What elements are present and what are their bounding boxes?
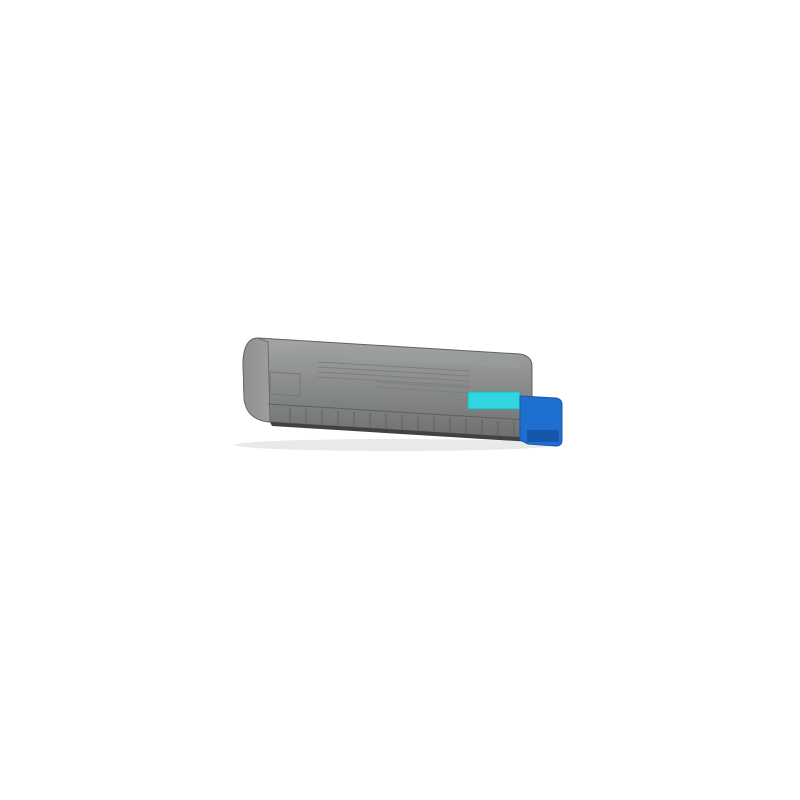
cartridge-vent-grille <box>317 361 471 394</box>
cartridge-handle-grip <box>527 430 559 442</box>
cartridge-top-ridge <box>300 348 520 368</box>
cartridge-side-panel <box>269 371 301 397</box>
cartridge-bottom-ribs <box>267 403 529 436</box>
cartridge-base-edge <box>270 422 532 442</box>
cyan-color-label <box>467 391 521 410</box>
cartridge-end-cap <box>242 337 271 423</box>
cartridge-shadow <box>235 439 555 451</box>
